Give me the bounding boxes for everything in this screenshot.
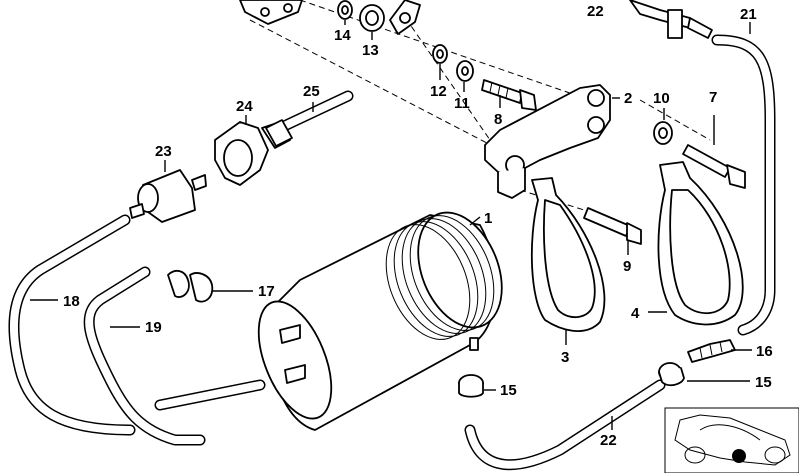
washer-11 (456, 60, 474, 82)
label-17: 17 (258, 283, 275, 300)
holder-24 (214, 121, 291, 186)
clip-17 (167, 269, 214, 303)
hose-18 (8, 214, 136, 436)
hose-19 (83, 266, 206, 446)
top-bracket-fragment (239, 0, 303, 25)
label-19: 19 (145, 319, 162, 336)
label-13: 13 (362, 42, 379, 59)
inset-vehicle-thumbnail (664, 407, 799, 473)
label-24: 24 (236, 98, 253, 115)
strap-4 (657, 161, 744, 326)
label-14: 14 (334, 27, 351, 44)
label-22-top: 22 (587, 3, 604, 20)
label-22-bottom: 22 (600, 432, 617, 449)
label-1: 1 (484, 210, 492, 227)
valve-23 (129, 169, 207, 223)
t-connector (629, 0, 713, 39)
strap-3 (530, 177, 606, 332)
bolt-7 (682, 144, 746, 189)
clamp-15-right (658, 362, 685, 387)
connector-16 (687, 339, 736, 363)
label-15-right: 15 (755, 374, 772, 391)
label-9: 9 (623, 258, 631, 275)
washer-14 (337, 0, 353, 20)
small-bracket-top (389, 0, 421, 35)
hose-25 (265, 90, 354, 147)
label-12: 12 (430, 83, 447, 100)
leader-lines (30, 20, 752, 430)
label-16: 16 (756, 343, 773, 360)
label-25: 25 (303, 83, 320, 100)
label-15-left: 15 (500, 382, 517, 399)
hose-22-bottom (464, 379, 666, 471)
label-18: 18 (63, 293, 80, 310)
label-21: 21 (740, 6, 757, 23)
clamp-15-left (458, 374, 484, 398)
label-10: 10 (653, 90, 670, 107)
label-11: 11 (454, 95, 470, 112)
label-2: 2 (624, 90, 632, 107)
lower-hose (154, 379, 266, 411)
hose-21 (711, 34, 776, 336)
filter-canister-1 (257, 211, 503, 431)
part-labels: 1 2 3 4 7 8 9 10 11 12 13 14 15 15 16 17… (63, 3, 773, 449)
label-23: 23 (155, 143, 172, 160)
bolt-8 (481, 79, 537, 111)
washer-10 (653, 121, 673, 145)
washer-12 (432, 44, 448, 64)
label-7: 7 (709, 89, 717, 106)
grommet-13 (359, 4, 385, 32)
label-4: 4 (631, 305, 640, 322)
label-3: 3 (561, 349, 569, 366)
bracket-2 (484, 84, 611, 199)
bolt-9 (583, 207, 642, 245)
label-8: 8 (494, 111, 502, 128)
